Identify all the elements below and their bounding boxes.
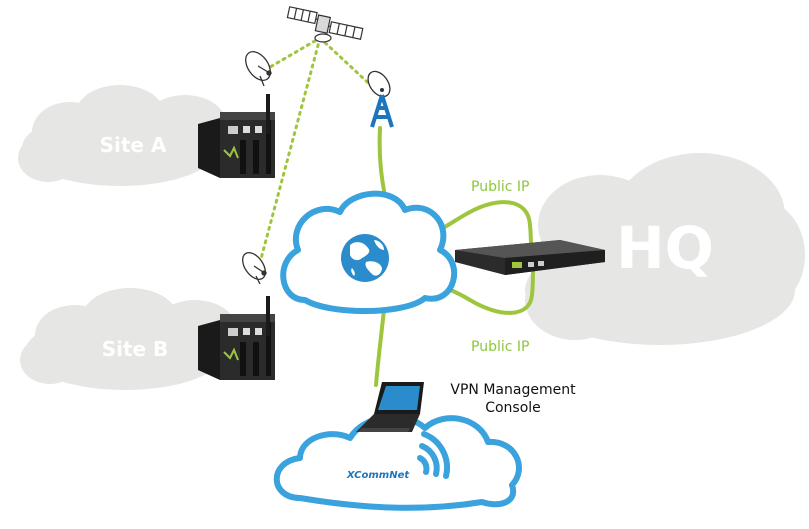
hq-cloud	[525, 153, 805, 345]
laptop-icon	[356, 382, 424, 432]
site-a-router-device	[198, 94, 275, 178]
cell-tower-icon	[367, 70, 394, 128]
site-b-cloud	[20, 288, 237, 390]
xcommnet-cloud	[273, 413, 522, 511]
satellite-dish-b-icon	[242, 252, 267, 285]
site-a-cloud	[18, 85, 227, 186]
console-label-line2: Console	[485, 400, 541, 416]
xcommnet-logo-text: XCommNet	[346, 470, 411, 481]
site-a-label: Site A	[100, 133, 167, 157]
satellite-dish-a-icon	[245, 51, 272, 87]
satellite-icon	[286, 6, 364, 43]
console-label-line1: VPN Management	[450, 382, 576, 398]
public-ip-bottom-label: Public IP	[471, 339, 529, 355]
globe-icon	[341, 234, 389, 282]
hq-label: HQ	[616, 214, 714, 282]
hq-rack-device	[455, 240, 605, 275]
site-b-label: Site B	[102, 337, 169, 361]
site-b-router-device	[198, 296, 275, 380]
public-ip-top-label: Public IP	[471, 179, 529, 195]
wifi-signal-icon	[417, 431, 450, 479]
